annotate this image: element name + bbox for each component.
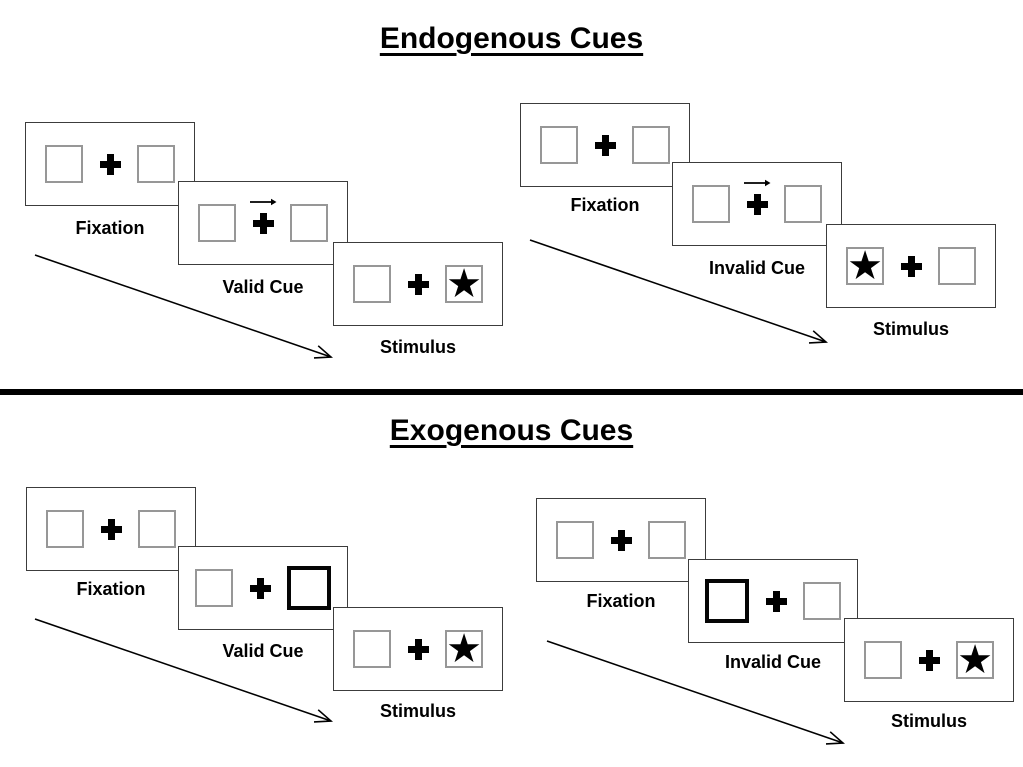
- panel-label: Stimulus: [379, 337, 456, 357]
- fixation-center: [915, 649, 943, 671]
- fixation-cross-icon: [610, 529, 632, 551]
- panel-label: Fixation: [586, 591, 656, 611]
- fixation-center: [743, 179, 771, 215]
- exo-valid-stimulus-panel: ★: [333, 607, 503, 691]
- exo-valid-fixation-panel: [26, 487, 196, 571]
- star-icon: ★: [957, 637, 993, 683]
- star-icon: ★: [446, 261, 482, 307]
- right-placeholder-box: [138, 510, 176, 548]
- panel-label: Stimulus: [890, 711, 967, 731]
- endogenous-section-title: Endogenous Cues: [379, 22, 644, 55]
- fixation-cross-icon: [765, 590, 787, 612]
- exo-valid-cue-panel: [178, 546, 348, 630]
- panel-label: Fixation: [76, 579, 146, 599]
- endo-invalid-cue-panel: [672, 162, 842, 246]
- left-placeholder-box: [353, 630, 391, 668]
- right-placeholder-box: [648, 521, 686, 559]
- panel-label: Invalid Cue: [724, 652, 822, 672]
- left-placeholder-box: [864, 641, 902, 679]
- left-placeholder-box: [556, 521, 594, 559]
- fixation-center: [246, 577, 274, 599]
- fixation-center: [404, 638, 432, 660]
- left-placeholder-box: [692, 185, 730, 223]
- fixation-cross-icon: [407, 273, 429, 295]
- right-placeholder-box: [803, 582, 841, 620]
- cue-arrow-right-icon: [250, 198, 277, 205]
- right-placeholder-box: [290, 204, 328, 242]
- panel-label: Invalid Cue: [708, 258, 806, 278]
- fixation-cross-icon: [900, 255, 922, 277]
- left-placeholder-box: [198, 204, 236, 242]
- fixation-center: [96, 153, 124, 175]
- left-placeholder-box: [195, 569, 233, 607]
- highlighted-cue-box: [287, 566, 331, 610]
- section-divider: [0, 389, 1023, 395]
- cue-arrow-right-icon: [744, 179, 771, 186]
- endo-valid-cue-panel: [178, 181, 348, 265]
- target-box: ★: [445, 626, 483, 672]
- fixation-center: [762, 590, 790, 612]
- panel-label: Fixation: [75, 218, 145, 238]
- panel-label: Valid Cue: [222, 641, 304, 661]
- target-box: ★: [445, 261, 483, 307]
- fixation-center: [249, 198, 277, 234]
- exo-invalid-stimulus-panel: ★: [844, 618, 1014, 702]
- fixation-cross-icon: [594, 134, 616, 156]
- star-icon: ★: [446, 626, 482, 672]
- fixation-cross-icon: [99, 153, 121, 175]
- star-icon: ★: [847, 243, 883, 289]
- timeline-arrow-icon: [546, 640, 846, 745]
- right-placeholder-box: [137, 145, 175, 183]
- fixation-cross-icon: [252, 212, 274, 234]
- endo-invalid-stimulus-panel: ★: [826, 224, 996, 308]
- fixation-cross-icon: [100, 518, 122, 540]
- fixation-cross-icon: [918, 649, 940, 671]
- target-box: ★: [846, 243, 884, 289]
- endo-invalid-fixation-panel: [520, 103, 690, 187]
- fixation-center: [591, 134, 619, 156]
- left-placeholder-box: [45, 145, 83, 183]
- panel-label: Stimulus: [379, 701, 456, 721]
- timeline-arrow-icon: [34, 254, 334, 359]
- fixation-center: [404, 273, 432, 295]
- panel-label: Stimulus: [872, 319, 949, 339]
- exogenous-section-title: Exogenous Cues: [389, 414, 634, 447]
- fixation-center: [897, 255, 925, 277]
- panel-label: Valid Cue: [222, 277, 304, 297]
- right-placeholder-box: [632, 126, 670, 164]
- right-placeholder-box: [938, 247, 976, 285]
- exo-invalid-fixation-panel: [536, 498, 706, 582]
- fixation-center: [607, 529, 635, 551]
- panel-label: Fixation: [570, 195, 640, 215]
- left-placeholder-box: [540, 126, 578, 164]
- fixation-cross-icon: [249, 577, 271, 599]
- target-box: ★: [956, 637, 994, 683]
- exo-invalid-cue-panel: [688, 559, 858, 643]
- right-placeholder-box: [784, 185, 822, 223]
- fixation-cross-icon: [746, 193, 768, 215]
- highlighted-cue-box: [705, 579, 749, 623]
- fixation-cross-icon: [407, 638, 429, 660]
- endo-valid-fixation-panel: [25, 122, 195, 206]
- timeline-arrow-icon: [529, 239, 829, 344]
- timeline-arrow-icon: [34, 618, 334, 723]
- left-placeholder-box: [46, 510, 84, 548]
- fixation-center: [97, 518, 125, 540]
- endo-valid-stimulus-panel: ★: [333, 242, 503, 326]
- left-placeholder-box: [353, 265, 391, 303]
